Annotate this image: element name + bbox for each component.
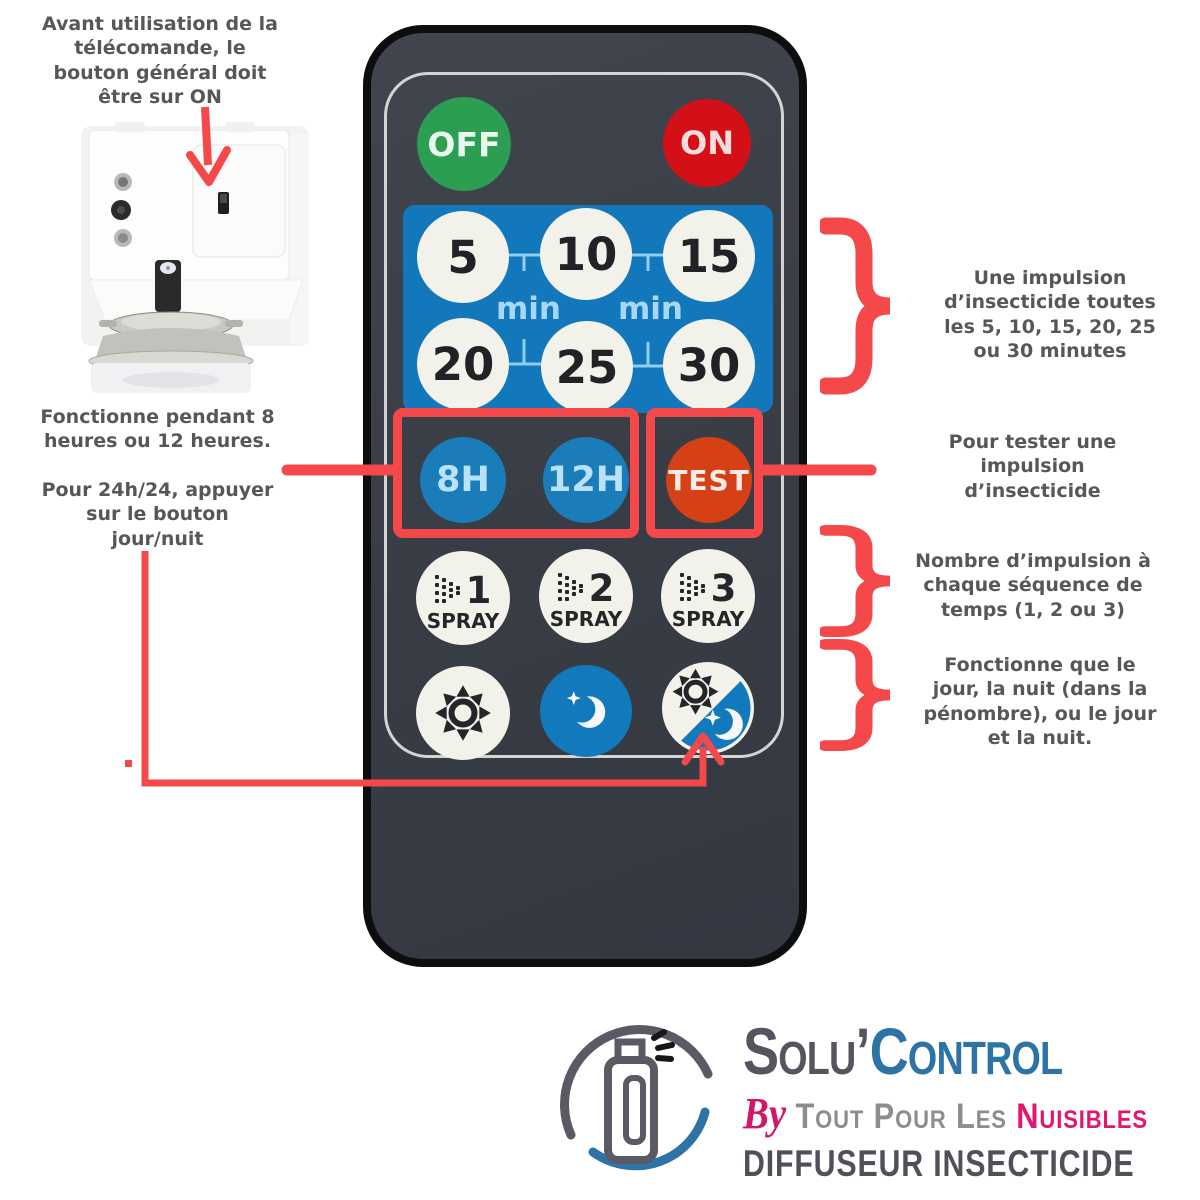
minutes-connector-lines (507, 253, 666, 368)
minutes-30-button[interactable]: 30 (663, 319, 755, 411)
minutes-5-button[interactable]: 5 (417, 211, 509, 303)
diffuser-photo (75, 120, 320, 395)
sun-icon (435, 685, 491, 741)
byline-nuisibles: Nuisibles (1016, 1097, 1148, 1136)
spray-count-label: 2 (588, 566, 615, 610)
minutes-panel: 5 10 15 20 25 30 min min (403, 205, 773, 413)
brand-name: Solu’Control (743, 1018, 1112, 1084)
highlight-box-8h-12h (393, 408, 639, 538)
annotation-left-daynight: Pour 24h/24, appuyer sur le bouton jour/… (41, 479, 274, 550)
spray-word: SPRAY (671, 607, 745, 631)
day-night-icon (672, 668, 751, 751)
on-button[interactable]: ON (663, 99, 751, 187)
diffuser-photo-drawing (81, 122, 309, 393)
minutes-10-button[interactable]: 10 (540, 208, 632, 300)
off-button[interactable]: OFF (417, 97, 511, 191)
brand-tagline: DIFFUSEUR INSECTICIDE (743, 1143, 1135, 1184)
minutes-15-button[interactable]: 15 (663, 210, 755, 302)
annotation-right-minutes: Une impulsion d’insecticide toutes les 5… (944, 267, 1156, 362)
spray-3-button[interactable]: 3 SPRAY (661, 549, 755, 643)
brand-name-solu: Solu’ (743, 1014, 870, 1088)
minutes-20-button[interactable]: 20 (417, 318, 509, 410)
12h-button[interactable]: 12H (543, 437, 629, 523)
spray-mist-icon (557, 573, 583, 601)
annotation-left-hours: Fonctionne pendant 8 heures ou 12 heures… (40, 406, 275, 453)
day-night-button[interactable] (662, 662, 754, 754)
spray-1-button[interactable]: 1 SPRAY (416, 551, 510, 645)
spray-mist-icon (434, 575, 460, 603)
annotation-right-spray: Nombre d’impulsion à chaque séquence de … (915, 550, 1151, 621)
highlight-box-test (646, 408, 763, 538)
min-label-left: min (496, 291, 561, 327)
byline-company: Tout Pour Les (786, 1097, 1017, 1136)
8h-button[interactable]: 8H (420, 437, 506, 523)
annotation-right-daynight: Fonctionne que le jour, la nuit (dans la… (923, 654, 1157, 749)
moon-icon (566, 691, 606, 728)
brace-minutes (820, 217, 891, 395)
brand-name-control: Control (869, 1014, 1063, 1088)
annotation-top-left: Avant utilisation de la télécomande, le … (42, 13, 278, 108)
spray-2-button[interactable]: 2 SPRAY (539, 549, 633, 643)
brace-spray (820, 524, 891, 638)
brand-byline: By Tout Pour Les Nuisibles (743, 1088, 1147, 1139)
spray-word: SPRAY (549, 607, 623, 631)
spray-count-label: 3 (710, 566, 737, 610)
minutes-25-button[interactable]: 25 (541, 321, 633, 413)
annotation-right-test: Pour tester une impulsion d’insecticide (948, 431, 1117, 502)
spray-can-circle-icon (560, 1025, 713, 1171)
test-button[interactable]: TEST (666, 437, 752, 523)
min-label-right: min (618, 291, 683, 327)
spray-word: SPRAY (426, 609, 500, 633)
brand-logo: Solu’Control By Tout Pour Les Nuisibles … (548, 1012, 1193, 1192)
byline-by: By (743, 1089, 787, 1138)
spray-count-label: 1 (465, 568, 492, 612)
day-button[interactable] (416, 666, 510, 760)
brand-logo-text: Solu’Control By Tout Pour Les Nuisibles … (743, 1018, 1193, 1185)
spray-mist-icon (679, 573, 705, 601)
brace-day-night (820, 638, 891, 752)
night-button[interactable] (540, 665, 632, 757)
